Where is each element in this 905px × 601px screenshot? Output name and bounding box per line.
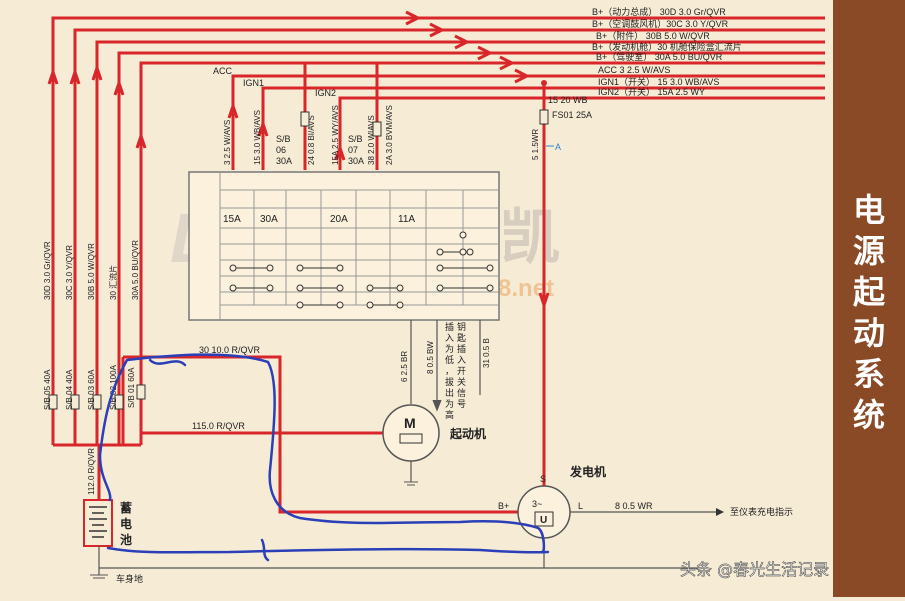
top-label-7: IGN1（开关） 15 3.0 WB/AVS: [598, 76, 719, 87]
top-bus-wires: [51, 16, 825, 445]
sb07-fuse: [372, 121, 382, 137]
section-title-char: 电: [852, 191, 885, 229]
charge-dest-label: 至仪表充电指示: [730, 506, 793, 518]
starter-label: 起动机: [449, 426, 486, 441]
key-note: 钥匙插入开关信号 插入为低，拔出为高: [445, 321, 469, 420]
ign2-label: IGN2: [315, 88, 336, 98]
sb-label-2: S/B 04 40A: [65, 369, 74, 410]
alternator-phase: 3~: [532, 499, 542, 509]
left-wire-2: 30C 3.0 Y/QVR: [65, 245, 74, 300]
wire-2a-label: 2A 3.0 BVM/AVS: [385, 105, 394, 165]
wire-3-label: 3 2.5 W/AVS: [223, 120, 232, 165]
signal-wires: [410, 320, 481, 482]
fs01-branch: 15 20 WB FS01 25A 5 1.5WR A: [531, 80, 592, 505]
top-label-8: IGN2（开关） 15A 2.5 WY: [598, 86, 705, 97]
fs01-wire-label: 15 20 WB: [548, 95, 588, 105]
acc-label: ACC: [213, 66, 233, 76]
signal-labels: 6 2.5 BR 8 0.5 BW 31 0.5 B 钥匙插入开关信号 插入为低…: [400, 321, 491, 420]
section-title-char: 起: [852, 273, 885, 311]
battery-label: 蓄电池: [120, 500, 132, 547]
top-label-3: B+（附件） 30B 5.0 W/QVR: [596, 30, 710, 41]
sidebar: 电源起动系统: [833, 0, 905, 597]
section-title-char: 系: [852, 355, 885, 393]
wire-15a-label: 15A 2.5 WY/AVS: [331, 105, 340, 165]
charge-wire-label: 8 0.5 WR: [615, 501, 653, 511]
amp-label-30a: 30A: [260, 214, 278, 225]
amp-label-15a: 15A: [223, 214, 241, 225]
ign1-label: IGN1: [243, 78, 264, 88]
ground-rail: 车身地: [99, 567, 700, 585]
wire-15-label: 15 3.0 WB/AVS: [253, 110, 262, 165]
sb06-fuse: [300, 111, 310, 127]
wire-8-label: 8 0.5 BW: [426, 341, 435, 374]
battery: 蓄电池: [83, 499, 132, 579]
sb-label-5: S/B 01 60A: [127, 367, 136, 408]
top-label-1: B+（动力总成） 30D 3.0 Gr/QVR: [592, 6, 726, 17]
wire-main-label: 30 10.0 R/QVR: [199, 345, 261, 355]
sb-label-1: S/B 05 40A: [43, 369, 52, 410]
fs01-label: FS01 25A: [552, 110, 592, 120]
top-label-4: B+（发动机舱）30 机舱保险盒汇流片: [592, 41, 742, 52]
alternator-b-plus: B+: [498, 501, 509, 511]
wire-5-label: 5 1.5WR: [531, 129, 540, 160]
top-label-5: B+（驾驶室） 30A 5.0 BU/QVR: [596, 51, 723, 62]
top-label-2: B+（空调鼓风机）30C 3.0 Y/QVR: [592, 18, 729, 29]
wire-115-label: 115.0 R/QVR: [192, 421, 245, 431]
fs01-fuse: [539, 109, 549, 125]
left-harness: 30D 3.0 Gr/QVR 30C 3.0 Y/QVR 30B 5.0 W/Q…: [43, 240, 520, 514]
footer-credit: 头条 @春光生活记录: [680, 560, 829, 579]
wire-24-label: 24 0.8 BI/AVS: [307, 115, 316, 165]
point-a-label: A: [555, 142, 561, 152]
ignition-switch-table: 15A 30A 20A 11A: [188, 171, 500, 321]
wire-112-label: 112.0 R/QVR: [87, 448, 96, 495]
ignition-switch-labels: ACC IGN1 IGN2 3 2.5 W/AVS 15 3.0 WB/AVS …: [213, 66, 394, 166]
alternator-l: L: [578, 501, 583, 511]
bus-arrows: [47, 10, 531, 161]
wire-38-label: 38 2.0 WIAVS: [367, 115, 376, 165]
starter-symbol: M: [404, 415, 416, 431]
alternator-s: S: [540, 474, 546, 484]
starter-motor: M 起动机: [260, 404, 486, 486]
left-wire-4: 30 汇流片: [108, 265, 118, 300]
section-title-char: 源: [852, 232, 885, 270]
switch-contacts: [229, 231, 494, 309]
amp-label-11a: 11A: [398, 214, 415, 225]
section-title-char: 动: [852, 314, 885, 352]
top-labels: B+（动力总成） 30D 3.0 Gr/QVR B+（空调鼓风机）30C 3.0…: [592, 6, 742, 97]
alternator-label: 发电机: [569, 464, 606, 479]
blue-annotation: [98, 353, 550, 562]
amp-label-20a: 20A: [330, 214, 348, 225]
section-title: 电源起动系统: [851, 190, 887, 436]
left-wire-3: 30B 5.0 W/QVR: [87, 243, 96, 300]
sb-label-3: S/B 03 60A: [87, 369, 96, 410]
top-label-6: ACC 3 2.5 W/AVS: [598, 65, 670, 75]
left-wire-1: 30D 3.0 Gr/QVR: [43, 241, 52, 300]
wire-6-label: 6 2.5 BR: [400, 351, 409, 382]
ground-label: 车身地: [116, 573, 143, 585]
alternator-u: U: [540, 515, 547, 526]
section-title-char: 统: [852, 396, 885, 434]
wire-31-label: 31 0.5 B: [482, 338, 491, 368]
left-wire-5: 30A 5.0 BU/QVR: [131, 240, 140, 300]
